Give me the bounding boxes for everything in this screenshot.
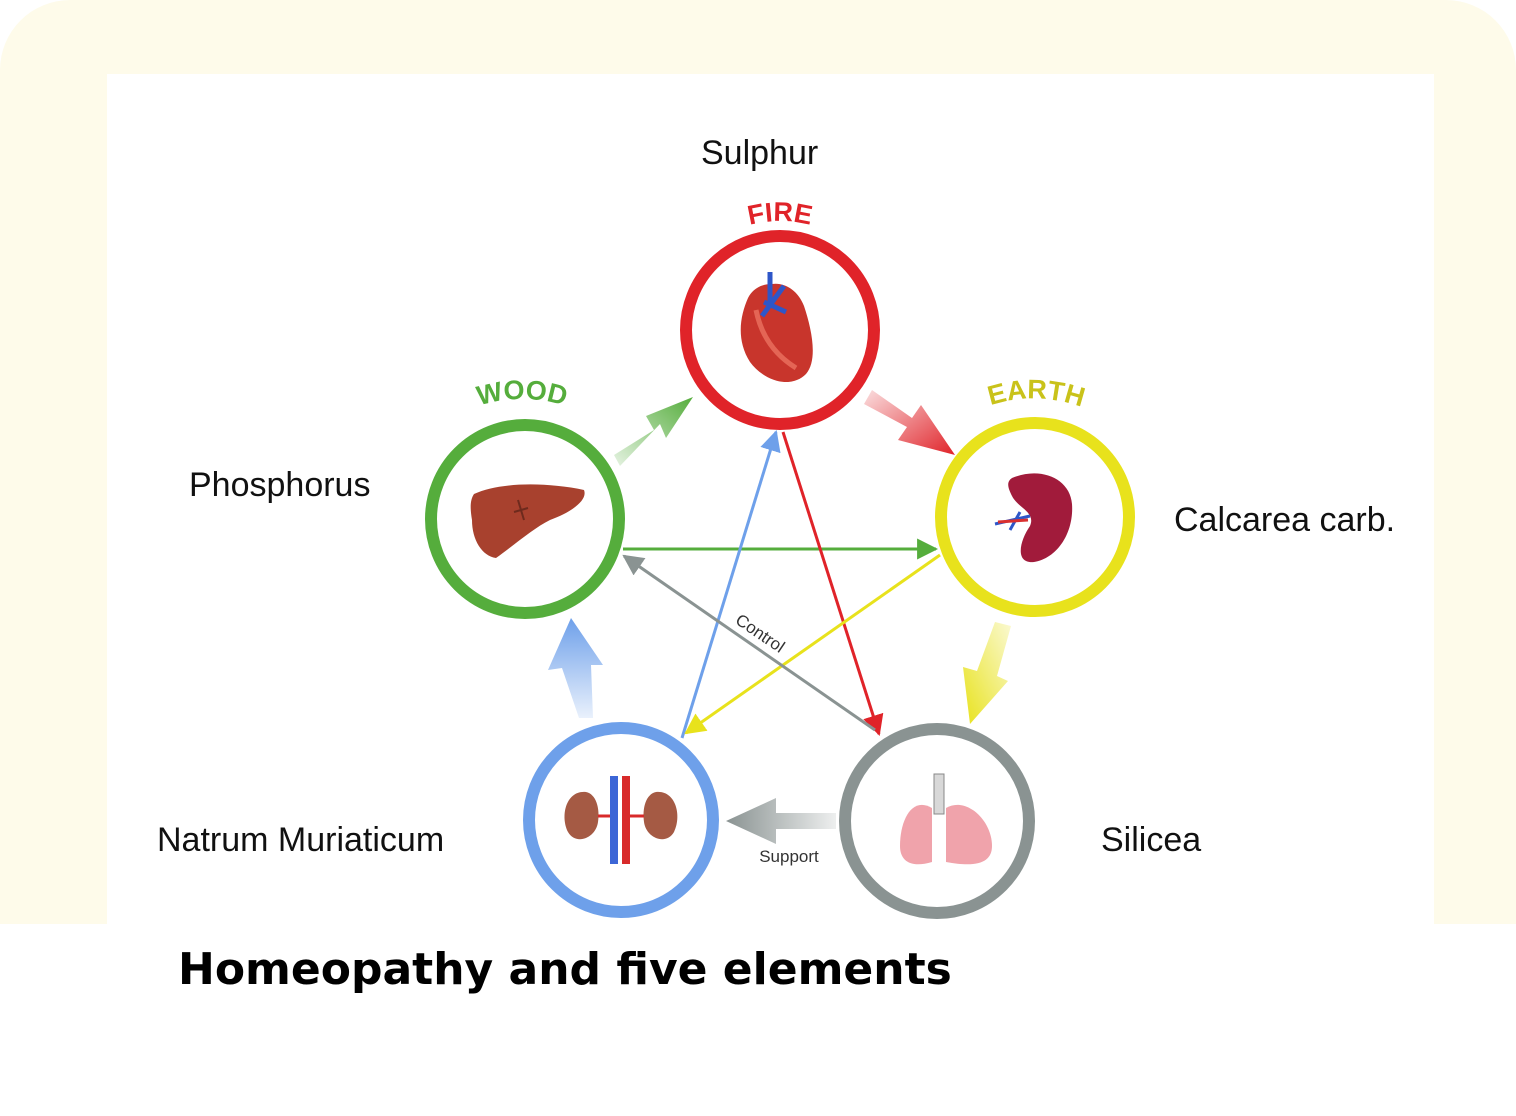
wood-name: WOOD	[474, 375, 571, 411]
control-arrow-water-fire	[680, 429, 781, 739]
kidneys-icon	[564, 776, 678, 864]
diagram-panel	[107, 74, 1434, 924]
caption: Homeopathy and five elements	[178, 944, 952, 995]
five-elements-diagram: FIRE WOOD EARTH Control Support	[425, 197, 1135, 919]
sulphur-label: Sulphur	[701, 134, 819, 172]
support-arrow-water-wood	[548, 618, 603, 718]
metal-circle	[839, 723, 1035, 919]
spleen-icon	[994, 473, 1073, 563]
fire-name: FIRE	[745, 197, 815, 231]
earth-name: EARTH	[984, 374, 1088, 412]
control-arrow-earth-water	[684, 553, 941, 735]
support-arrow-fire-earth	[864, 390, 955, 455]
support-arrow-wood-fire	[614, 397, 693, 466]
calcarea-carb-label: Calcarea carb.	[1174, 501, 1396, 539]
liver-icon	[470, 484, 585, 558]
heart-icon	[740, 272, 813, 383]
control-arrow-metal-wood	[622, 554, 876, 732]
natrum-muriaticum-label: Natrum Muriaticum	[157, 821, 445, 859]
support-arrow-earth-metal	[963, 622, 1011, 724]
water-circle	[523, 722, 719, 918]
support-label: Support	[759, 847, 819, 866]
support-arrow-metal-water	[726, 798, 836, 844]
lungs-icon	[900, 773, 992, 865]
silicea-label: Silicea	[1101, 821, 1202, 859]
phosphorus-label: Phosphorus	[189, 466, 371, 504]
control-arrow-fire-metal	[781, 431, 884, 737]
